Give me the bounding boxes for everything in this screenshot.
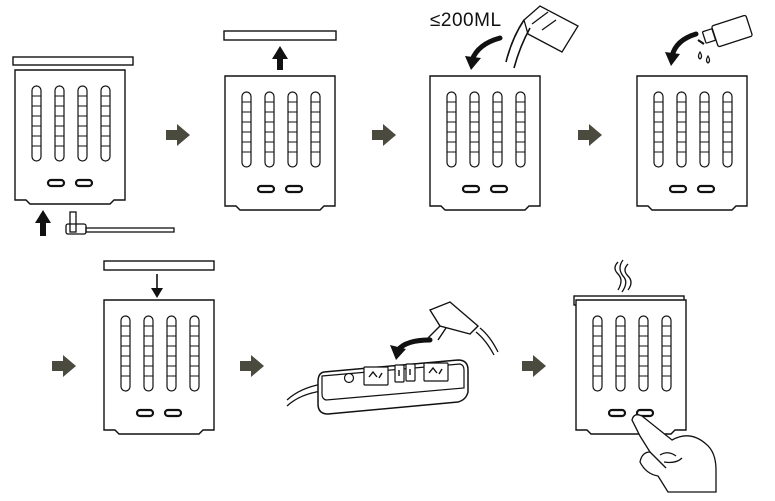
up-arrow-icon: [272, 46, 288, 70]
power-strip-icon: [286, 359, 469, 415]
step-5: [102, 260, 216, 436]
diffuser-body: [223, 74, 337, 212]
curved-arrow-icon: [465, 35, 503, 70]
diffuser-body: [102, 298, 216, 436]
diffuser-body: [574, 298, 688, 436]
hand-icon: [631, 414, 717, 493]
step-2: [223, 30, 337, 212]
step-arrow-icon: [372, 124, 396, 146]
curved-arrow-icon: [665, 31, 699, 66]
curved-arrow-icon: [390, 337, 433, 360]
step-7: [573, 259, 717, 493]
step-4: [635, 14, 753, 212]
step-3: [428, 5, 579, 212]
up-arrow-icon: [35, 210, 51, 236]
step-6: [286, 301, 499, 415]
water-cup-icon: [505, 5, 579, 69]
step-arrow-icon: [52, 355, 76, 377]
step-arrow-icon: [522, 355, 546, 377]
diffuser-body: [428, 74, 542, 212]
lid: [223, 30, 337, 41]
down-arrow-icon: [151, 274, 163, 298]
diffuser-body: [13, 68, 127, 206]
oil-bottle-icon: [697, 14, 753, 48]
drops-icon: [697, 50, 711, 64]
water-limit-label: ≤200ML: [430, 10, 502, 31]
step-1: [12, 56, 175, 236]
step-arrow-icon: [166, 124, 190, 146]
diffuser-body: [635, 74, 749, 212]
lid: [12, 56, 134, 66]
power-adapter-icon: [427, 301, 499, 356]
step-arrow-icon: [240, 355, 264, 377]
lid: [103, 260, 215, 271]
step-arrow-icon: [578, 124, 602, 146]
power-cord-icon: [65, 211, 175, 235]
steam-icon: [614, 259, 632, 293]
